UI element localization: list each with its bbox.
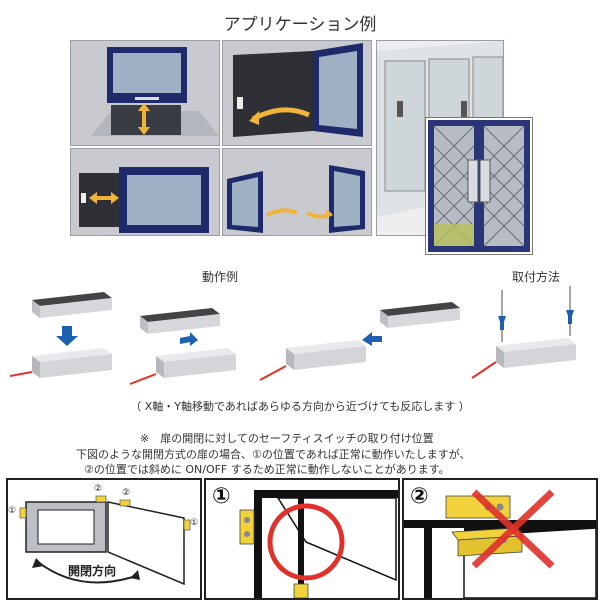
axis-movement-note: （ X軸・Y軸移動であればあらゆる方向から近づけても反応します ） (130, 400, 470, 413)
position-2-number: ② (410, 484, 429, 509)
caution-heading: ※ 扉の開閉に対してのセーフティスイッチの取り付け位置 (140, 432, 434, 445)
photo-vertical-window (70, 40, 220, 146)
page-title: アプリケーション例 (223, 15, 377, 35)
approach-diagonal (129, 308, 236, 385)
position-1-number: ① (212, 484, 231, 509)
approach-horizontal (259, 302, 460, 381)
marker-1-right: ① (190, 518, 199, 528)
position-1-ok-diagram: ① (204, 478, 400, 600)
photo-hinged-door (222, 40, 372, 146)
door-diagram: ① ② ② ① 開閉方向 (6, 478, 202, 600)
marker-1-left: ① (8, 506, 17, 516)
operation-example-label: 動作例 (201, 270, 238, 284)
mounting-method-label: 取付方法 (511, 270, 560, 284)
marker-2-top-left: ② (94, 484, 103, 494)
marker-2-top-right: ② (122, 488, 131, 498)
photo-sliding-window (70, 148, 220, 236)
photo-double-door (222, 148, 372, 236)
approach-vertical (9, 292, 112, 378)
photo-cabinet-closeup (426, 118, 532, 254)
opening-direction-label: 開閉方向 (68, 564, 117, 578)
position-2-ng-diagram: ② (402, 478, 598, 600)
caution-line-1: 下図のような開閉方式の扉の場合、①の位置であれば正常に動作いたしますが、 (76, 448, 471, 461)
mounting-example (471, 286, 576, 379)
operation-illustrations (9, 286, 600, 396)
caution-line-2: ②の位置では斜めに ON/OFF するため正常に動作しないことがあります。 (84, 463, 450, 476)
